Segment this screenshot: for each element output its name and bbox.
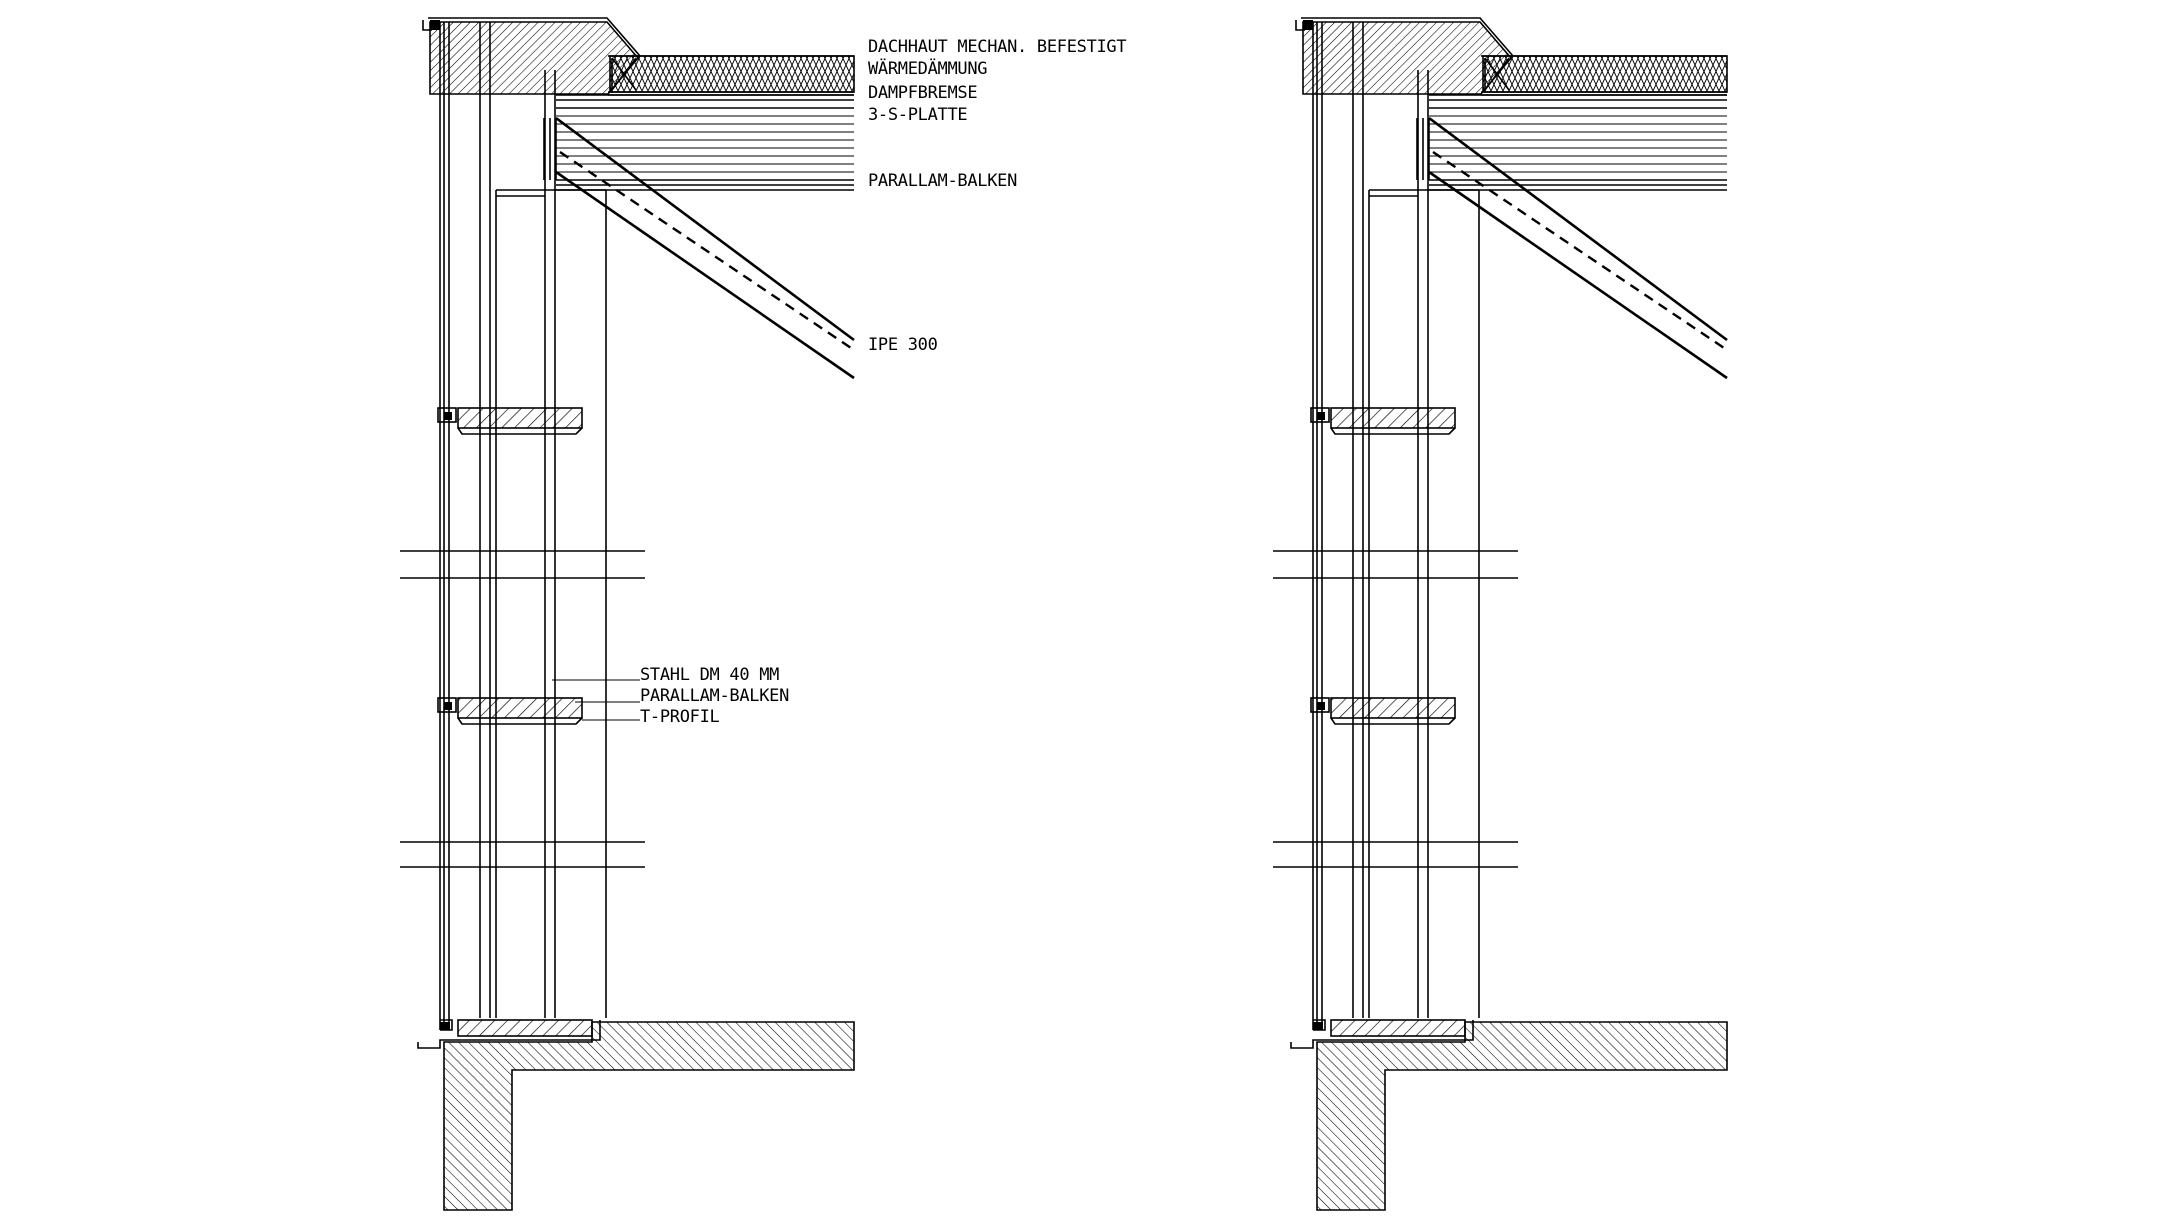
label-t-profile: T-PROFIL — [640, 707, 720, 727]
section-drawing-right — [1271, 16, 1729, 1212]
section-drawing-left — [398, 16, 856, 1212]
label-roof-membrane: DACHHAUT MECHAN. BEFESTIGT — [868, 37, 1126, 57]
label-vapour-barrier: DAMPFBREMSE — [868, 83, 977, 103]
label-parallam-beam-transom: PARALLAM-BALKEN — [640, 686, 789, 706]
label-ipe-300: IPE 300 — [868, 335, 938, 355]
label-parallam-beam-roof: PARALLAM-BALKEN — [868, 171, 1017, 191]
callout-leaders — [552, 679, 640, 721]
label-3s-panel: 3-S-PLATTE — [868, 105, 967, 125]
label-insulation: WÄRMEDÄMMUNG — [868, 58, 987, 79]
label-steel-rod: STAHL DM 40 MM — [640, 665, 779, 685]
